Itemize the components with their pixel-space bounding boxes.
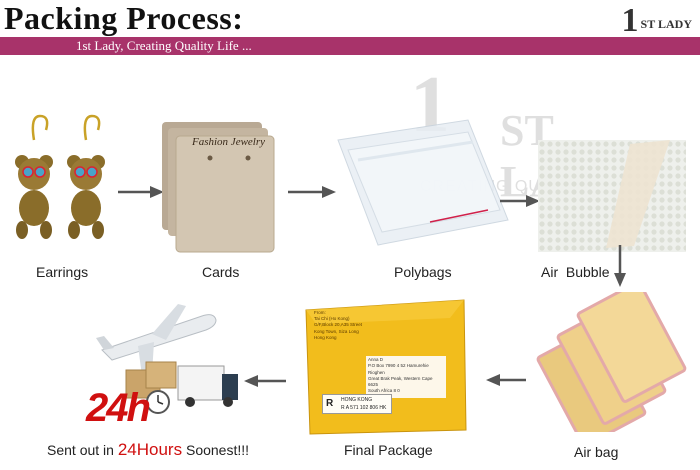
air-bubble-image	[538, 140, 686, 252]
sent-out-label: Sent out in 24Hours Soonest!!!	[47, 440, 249, 460]
card-text: Fashion Jewelry	[192, 136, 265, 148]
polybags-label: Polybags	[394, 264, 452, 280]
brand-name: ST LADY	[641, 17, 692, 32]
arrow-left-icon	[244, 374, 286, 393]
tagline-banner: 1st Lady, Creating Quality Life ...	[0, 37, 700, 55]
arrow-down-icon	[613, 245, 627, 292]
cards-image: Fashion Jewelry	[158, 116, 278, 256]
truck-icon	[178, 366, 238, 407]
registered-tag: R HONG KONG R A 571 102 806 HK	[322, 394, 392, 414]
arrow-left-icon	[486, 373, 526, 392]
earrings-label: Earrings	[36, 264, 88, 280]
air-bag-image	[530, 292, 700, 432]
final-package-label: Final Package	[344, 442, 433, 458]
page-title: Packing Process:	[4, 0, 243, 37]
arrow-right-icon	[500, 194, 540, 213]
to-address-label: Anna D P.O Box 7990 4 52 Hamurehie Riogh…	[366, 356, 446, 398]
final-package-image: From: Tai Chi (Ho Kong) G/F,Block 20,A35…	[300, 298, 468, 436]
brand-mark: 1	[622, 4, 639, 38]
air-bubble-label: Air Bubble	[541, 264, 609, 280]
shipping-image: 24h	[82, 298, 242, 436]
banner-tagline: 1st Lady, Creating Quality Life ...	[76, 38, 252, 54]
from-address: From: Tai Chi (Ho Kong) G/F,Block 20,A35…	[314, 310, 362, 341]
24h-badge: 24h	[86, 386, 149, 431]
cards-label: Cards	[202, 264, 239, 280]
polybags-image	[318, 110, 518, 250]
earrings-image	[6, 110, 116, 250]
air-bag-label: Air bag	[574, 444, 618, 460]
brand-logo: 1 ST LADY	[622, 4, 692, 38]
